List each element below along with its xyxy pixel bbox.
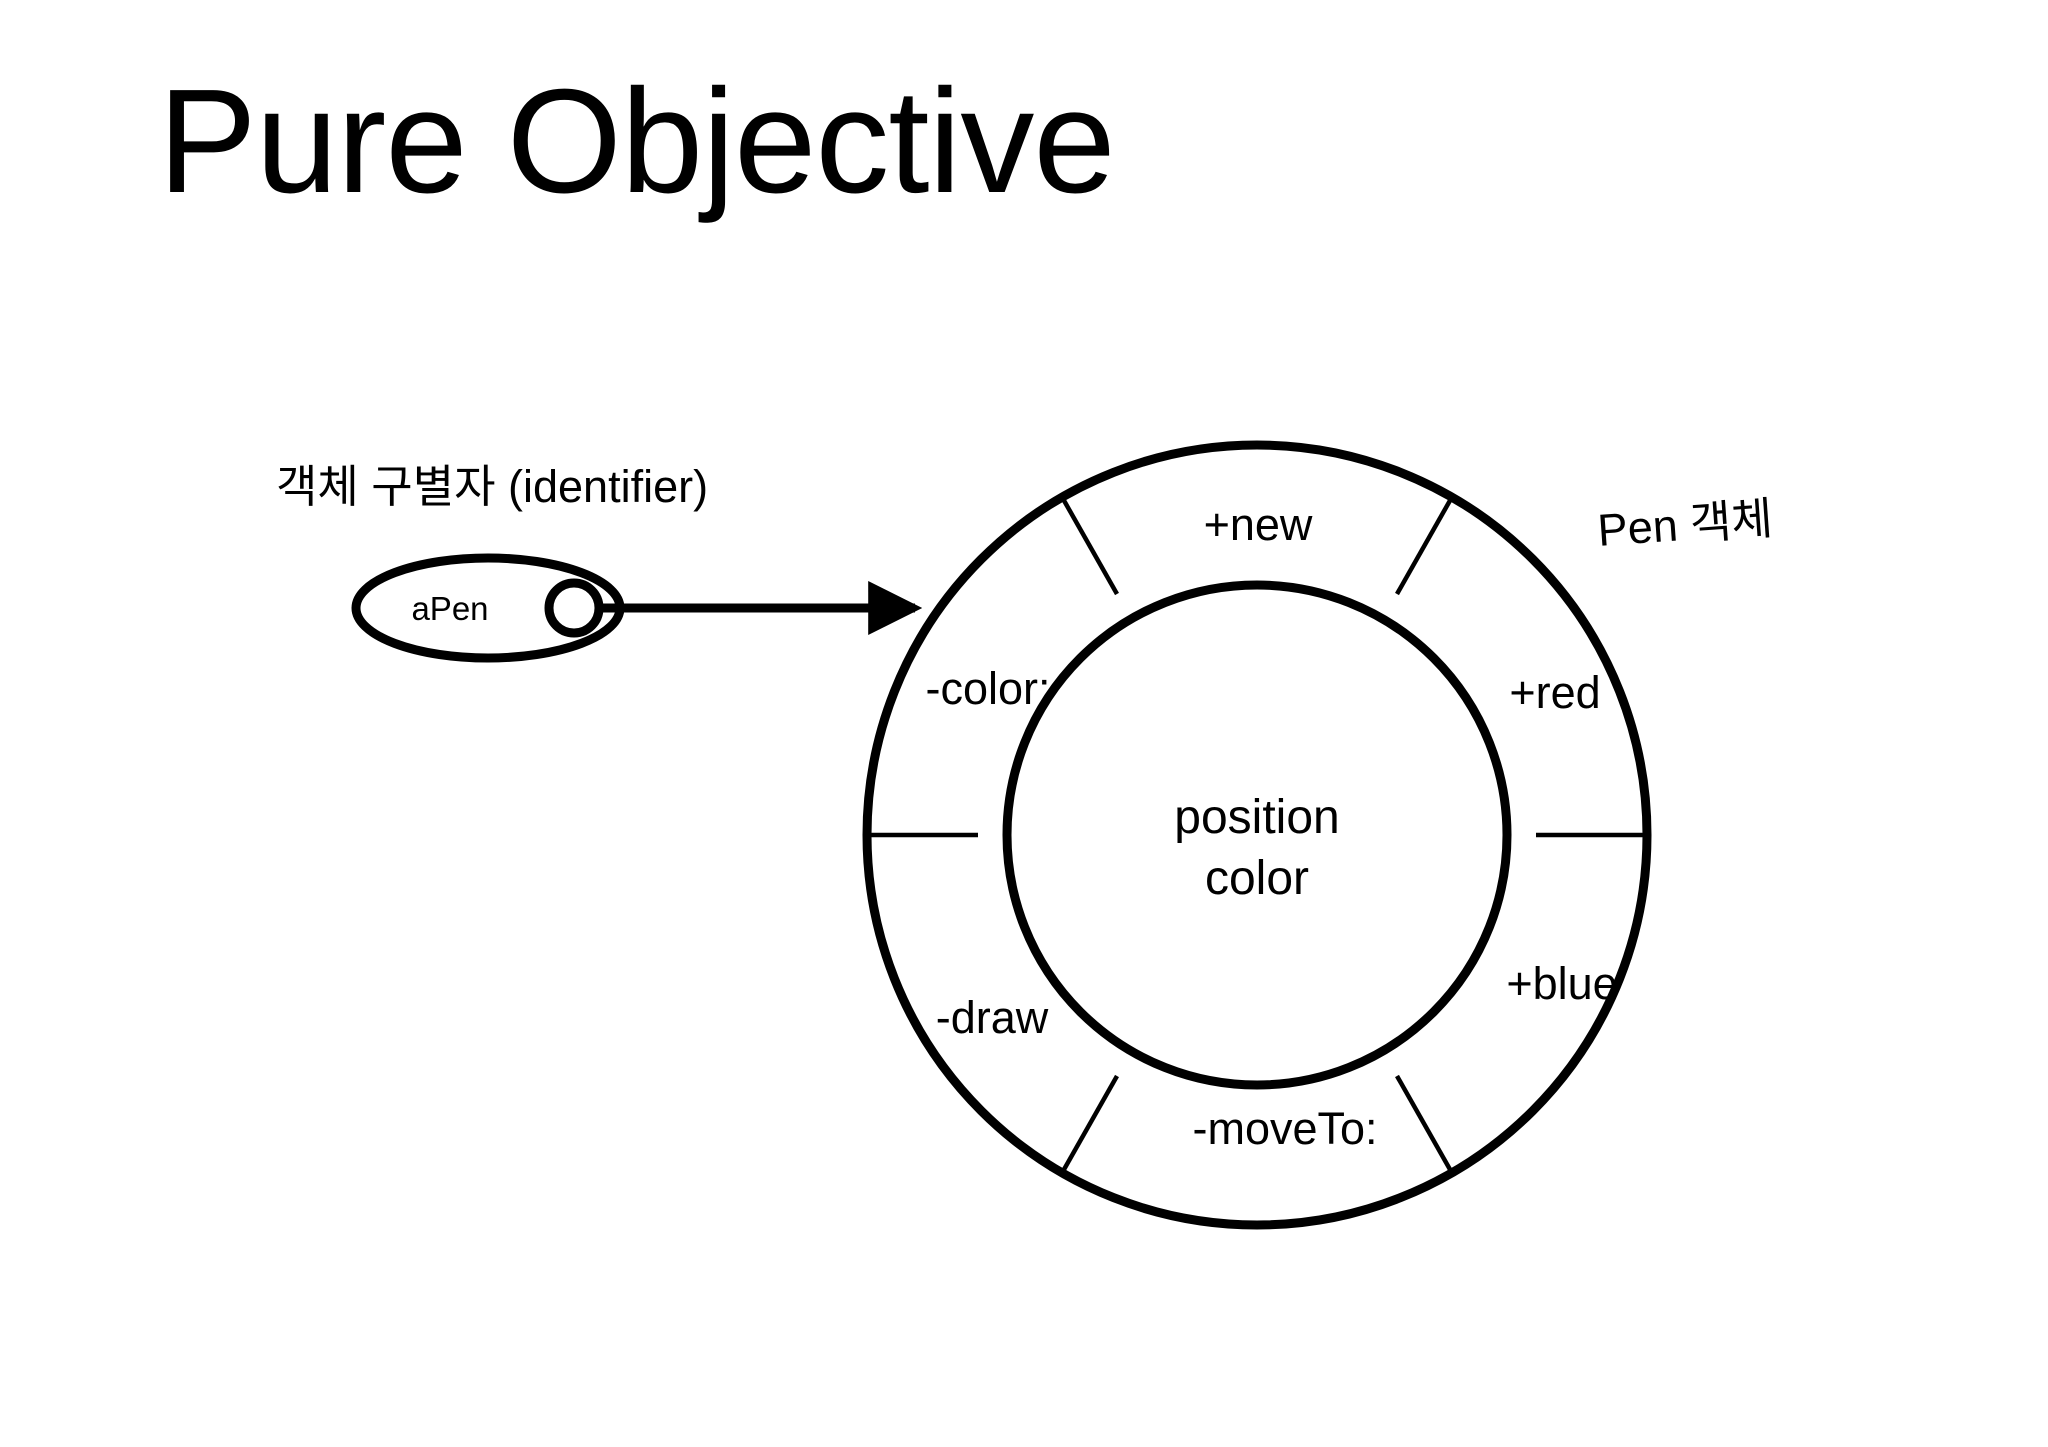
pen-sector-dividers xyxy=(867,495,1647,1175)
pen-core-line-0: position xyxy=(1174,791,1339,844)
pen-method-new: +new xyxy=(1204,499,1313,550)
pen-core-circle xyxy=(1002,580,1512,1090)
page-title: Pure Objective xyxy=(158,59,1116,224)
pen-method-red: +red xyxy=(1509,667,1600,718)
pen-core-line-1: color xyxy=(1205,852,1309,905)
pen-method-color: -color: xyxy=(925,663,1050,714)
pen-method-moveto: -moveTo: xyxy=(1192,1103,1377,1154)
circle-handle-icon xyxy=(544,578,604,638)
pen-method-draw: -draw xyxy=(936,992,1049,1043)
pen-method-blue: +blue xyxy=(1506,958,1617,1009)
identifier-ellipse-label: aPen xyxy=(411,590,488,627)
identifier-caption: 객체 구별자 (identifier) xyxy=(276,461,709,512)
